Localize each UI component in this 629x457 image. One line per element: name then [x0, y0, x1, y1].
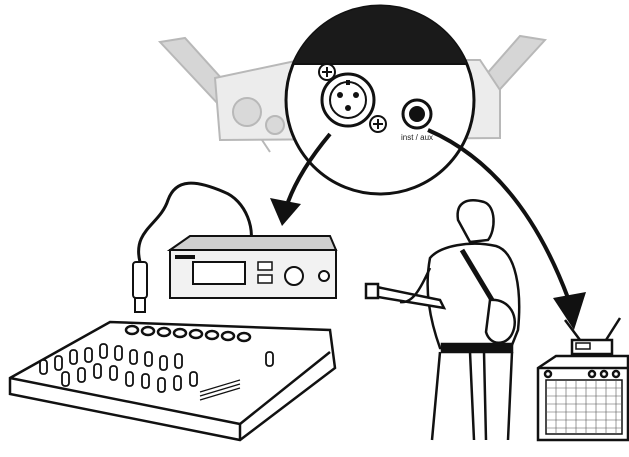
mixer-icon: [10, 322, 335, 440]
guitar-amp-icon: [538, 318, 628, 440]
magnified-panel: inst / aux: [280, 0, 480, 194]
inst-aux-label: inst / aux: [401, 133, 433, 142]
quarter-inch-jack-icon: [403, 100, 431, 128]
receiver-icon: [170, 236, 336, 298]
guitarist-icon: [366, 200, 519, 440]
xlr-plug-icon: [133, 262, 147, 312]
